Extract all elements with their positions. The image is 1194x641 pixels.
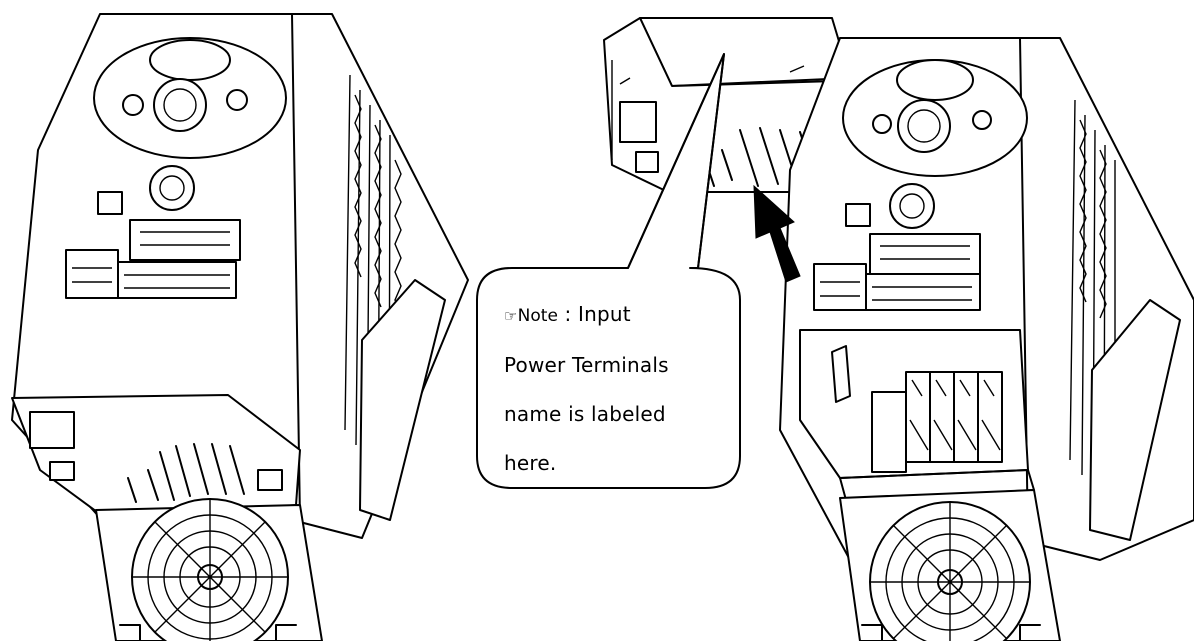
left-side-label-area xyxy=(360,280,445,520)
note-line-4: here. xyxy=(504,451,557,475)
right-inverter-open xyxy=(780,38,1194,641)
right-terminal-strip-2 xyxy=(814,264,866,310)
right-terminal-strip-3 xyxy=(866,274,980,310)
right-side-label-area xyxy=(1090,300,1180,540)
left-display-window xyxy=(150,40,230,80)
note-callout-text: ☞Note : Input Power Terminals name is la… xyxy=(504,290,734,488)
left-side-vents xyxy=(345,75,401,480)
left-terminal-strip-3 xyxy=(118,262,236,298)
left-cover-vents xyxy=(128,444,244,502)
note-line-text-1: Input xyxy=(577,302,631,326)
left-led-1 xyxy=(123,95,143,115)
right-switch xyxy=(846,204,870,226)
left-cover-tab-right xyxy=(258,470,282,490)
right-side-vents xyxy=(1070,100,1115,505)
left-cover-tab xyxy=(50,462,74,480)
cover-tab xyxy=(636,152,658,172)
right-led-1 xyxy=(873,115,891,133)
note-line-2: Power Terminals xyxy=(504,353,669,377)
note-line-1: ☞Note : Input xyxy=(504,290,734,341)
note-separator: : xyxy=(557,302,578,326)
arrow-icon xyxy=(754,186,800,282)
left-dial-icon xyxy=(154,79,206,131)
left-terminal-strip-1 xyxy=(130,220,240,260)
power-terminal-bay xyxy=(800,330,1028,478)
note-line-3: name is labeled xyxy=(504,402,666,426)
pointing-hand-icon: ☞ xyxy=(504,307,518,325)
right-dial-icon xyxy=(898,100,950,152)
power-terminals xyxy=(832,346,1002,472)
note-callout-balloon xyxy=(477,54,740,488)
left-terminal-strip-2 xyxy=(66,250,118,298)
left-inverter-assembled xyxy=(12,14,468,641)
left-led-2 xyxy=(227,90,247,110)
left-cover-window xyxy=(30,412,74,448)
right-display-window xyxy=(897,60,973,100)
left-connector xyxy=(150,166,194,210)
right-terminal-strip-1 xyxy=(870,234,980,274)
right-connector xyxy=(890,184,934,228)
left-switch xyxy=(98,192,122,214)
cover-top-face xyxy=(640,18,850,86)
right-led-2 xyxy=(973,111,991,129)
note-label: Note xyxy=(517,306,558,326)
cover-window xyxy=(620,102,656,142)
